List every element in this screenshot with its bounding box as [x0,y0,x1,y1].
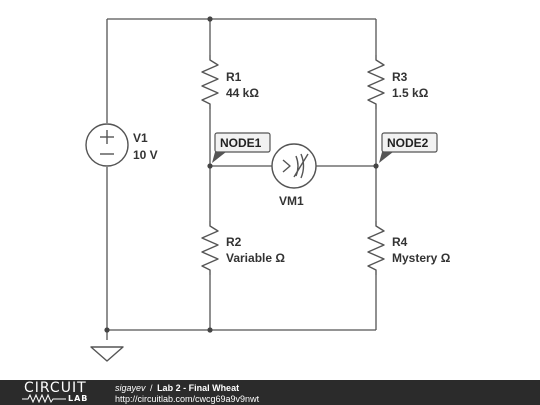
node-tag-node2[interactable]: NODE2 [379,133,437,163]
circuit-schematic: V1 10 V R1 44 kΩ R3 1.5 kΩ R2 Variable Ω… [0,0,540,380]
node1-label: NODE1 [220,136,262,150]
r3-name-label: R3 [392,70,408,84]
logo-lab-text: LAB [68,394,88,403]
v1-name-label: V1 [133,131,148,145]
v1-value-label: 10 V [133,148,158,162]
resistor-r1[interactable]: R1 44 kΩ [202,55,259,109]
circuit-url[interactable]: http://circuitlab.com/cwcg69a9v9nwt [115,394,259,405]
wires [107,19,376,340]
resistor-r2[interactable]: R2 Variable Ω [202,221,285,275]
circuitlab-logo[interactable]: CIRCUIT LAB [0,380,112,405]
node-tag-node1[interactable]: NODE1 [212,133,270,163]
resistor-r4[interactable]: R4 Mystery Ω [368,221,451,275]
node2-label: NODE2 [387,136,429,150]
junction-dots [104,16,378,332]
r1-value-label: 44 kΩ [226,86,259,100]
resistor-r3[interactable]: R3 1.5 kΩ [368,55,429,109]
circuit-meta: sigayev / Lab 2 - Final Wheat http://cir… [115,383,259,405]
ground-symbol[interactable] [91,347,123,361]
voltage-source-v1[interactable]: V1 10 V [86,124,158,166]
meta-separator: / [150,383,153,393]
r1-name-label: R1 [226,70,242,84]
r2-name-label: R2 [226,235,242,249]
vm1-name-label: VM1 [279,194,304,208]
r2-value-label: Variable Ω [226,251,285,265]
logo-circuit-text: CIRCUIT [24,381,87,395]
footer-bar: CIRCUIT LAB sigayev / Lab 2 - Final Whea… [0,380,540,405]
r4-name-label: R4 [392,235,408,249]
r4-value-label: Mystery Ω [392,251,451,265]
voltmeter-vm1[interactable]: VM1 [272,144,316,208]
circuit-title[interactable]: Lab 2 - Final Wheat [157,383,239,393]
r3-value-label: 1.5 kΩ [392,86,429,100]
author-link[interactable]: sigayev [115,383,146,393]
meta-line-1: sigayev / Lab 2 - Final Wheat [115,383,259,394]
resistor-wave-icon [22,394,66,403]
